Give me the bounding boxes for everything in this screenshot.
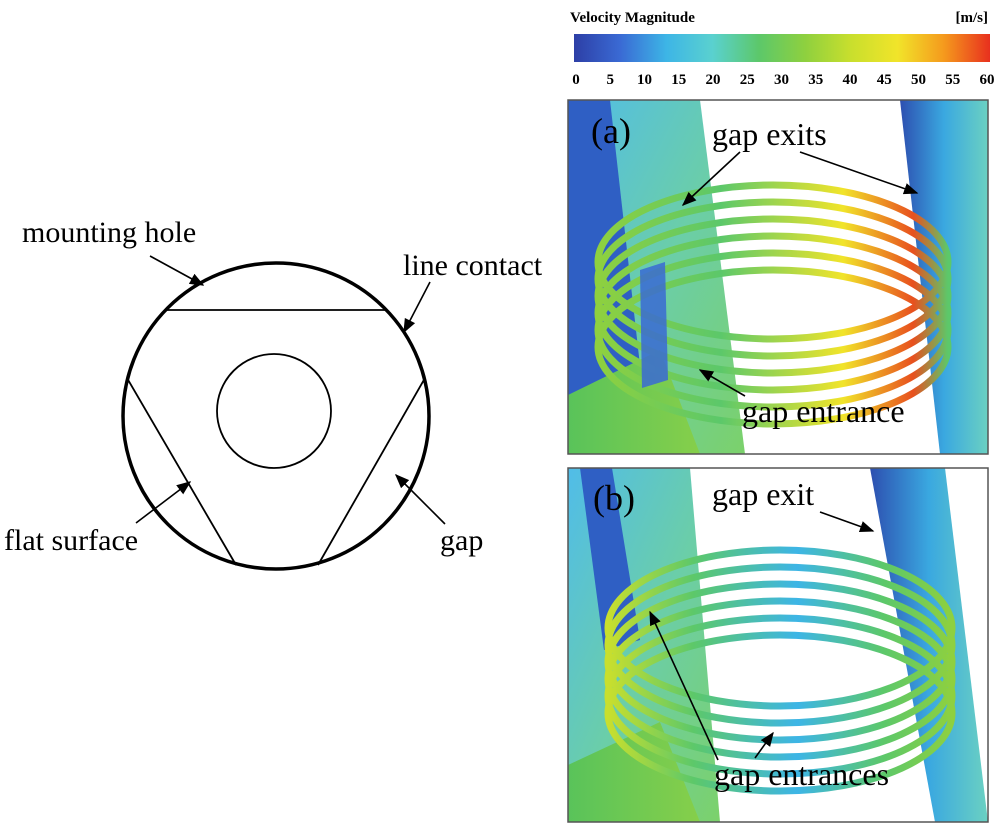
panel-a-annotation-top: gap exits <box>712 116 827 152</box>
label-mounting-hole: mounting hole <box>22 216 196 249</box>
panel-a-annotation-bottom: gap entrance <box>742 393 905 429</box>
mounting-hole-circle <box>121 261 431 571</box>
colorbar-ticks: 0 5 10 15 20 25 30 35 40 45 50 55 60 <box>572 72 994 88</box>
colorbar-title: Velocity Magnitude <box>570 10 695 26</box>
arrow-gap <box>394 473 446 525</box>
colorbar-tick-label: 20 <box>706 72 721 88</box>
colorbar-tick-label: 25 <box>740 72 755 88</box>
panel-a-rings <box>594 181 952 428</box>
arrow-b-exit <box>819 511 875 533</box>
flat-chord-right <box>317 377 426 566</box>
arrow-a-exit-left <box>681 151 741 206</box>
panel-b-rings <box>604 546 956 795</box>
panel-a-frame <box>567 99 989 455</box>
panel-b-annotation-top: gap exit <box>712 476 814 512</box>
colorbar-tick-label: 40 <box>843 72 858 88</box>
arrow-flat-surface <box>135 481 192 524</box>
left-schematic: mounting hole line contact flat surface … <box>4 216 543 571</box>
panel-b-annotation-bottom: gap entrances <box>714 756 889 792</box>
colorbar-tick-label: 10 <box>637 72 652 88</box>
colorbar-tick-label: 5 <box>607 72 615 88</box>
arrow-mounting-hole <box>149 255 205 286</box>
label-gap: gap <box>440 524 483 557</box>
colorbar-bar <box>574 34 990 62</box>
label-line-contact: line contact <box>403 249 543 282</box>
colorbar-tick-label: 35 <box>808 72 823 88</box>
panel-a: (a) gap exits gap entrance <box>567 99 989 455</box>
arrow-a-entrance <box>698 369 746 397</box>
colorbar-tick-label: 0 <box>572 72 580 88</box>
colorbar-tick-label: 50 <box>911 72 926 88</box>
arrow-a-exit-right <box>799 151 919 195</box>
arrow-line-contact <box>403 281 431 334</box>
colorbar-tick-label: 60 <box>980 72 995 88</box>
label-flat-surface: flat surface <box>4 524 138 557</box>
panel-b-label: (b) <box>593 478 635 518</box>
panel-a-label: (a) <box>591 111 631 151</box>
panel-b-frame <box>567 467 989 823</box>
arrow-b-entrance-left <box>649 610 719 761</box>
colorbar-tick-label: 55 <box>945 72 960 88</box>
colorbar-tick-label: 45 <box>877 72 892 88</box>
panel-b: (b) gap exit gap entrances <box>567 467 989 823</box>
colorbar-tick-label: 30 <box>774 72 789 88</box>
center-bore-circle <box>216 353 332 469</box>
flat-chord-left <box>126 377 237 566</box>
colorbar-unit: [m/s] <box>956 10 989 26</box>
arrow-b-entrance-right <box>754 731 774 759</box>
colorbar: Velocity Magnitude [m/s] 0 5 10 15 20 25 30 35 4… <box>570 10 995 88</box>
colorbar-tick-label: 15 <box>671 72 686 88</box>
